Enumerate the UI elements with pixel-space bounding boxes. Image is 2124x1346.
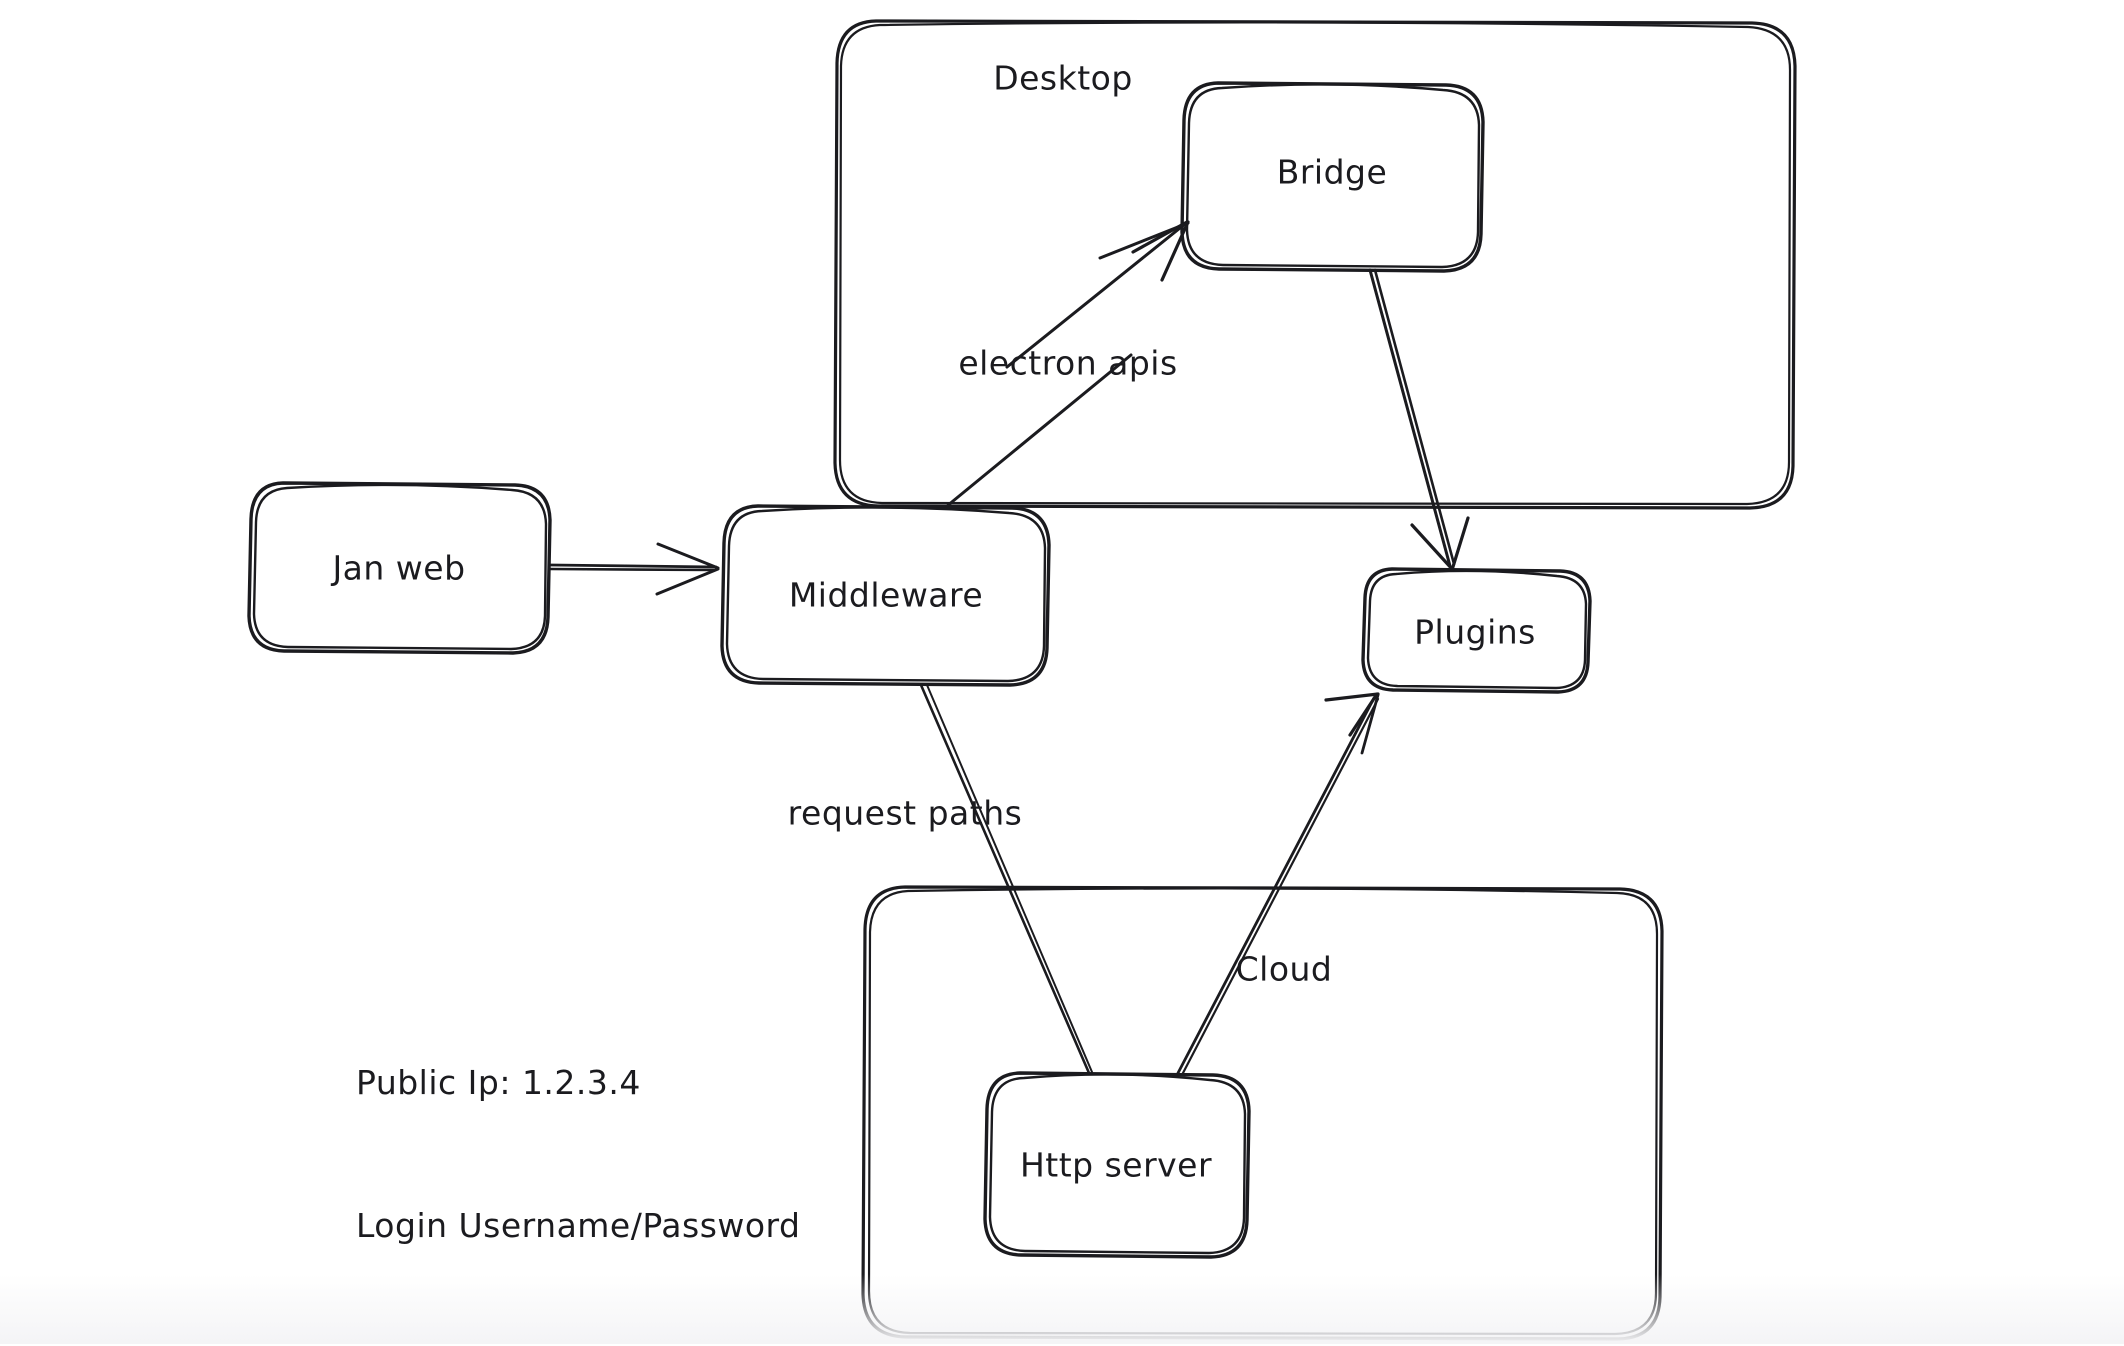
node-http-server-outline[interactable]	[983, 1071, 1251, 1259]
edge-middleware-to-http-server	[919, 683, 1093, 1075]
edge-middleware-to-bridge	[945, 220, 1190, 508]
node-bridge-outline[interactable]	[1180, 81, 1485, 273]
node-plugins-outline[interactable]	[1361, 567, 1592, 694]
edge-http-server-to-plugins	[1176, 692, 1380, 1075]
group-cloud-outline	[861, 885, 1664, 1341]
edge-bridge-to-plugins	[1368, 268, 1470, 572]
group-desktop-outline	[833, 19, 1797, 510]
node-middleware-outline[interactable]	[720, 504, 1051, 687]
node-jan-web-outline[interactable]	[247, 481, 552, 655]
edge-janweb-to-middleware	[549, 542, 720, 596]
